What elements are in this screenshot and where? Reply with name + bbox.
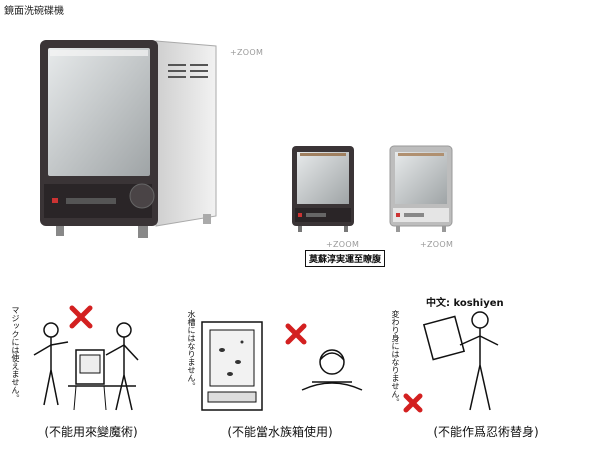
aquarium-illustration (201, 321, 363, 411)
warning-panel-aquarium: 水槽にはなりません。 (不能當水族箱使用) (182, 300, 378, 440)
side-text: 水槽にはなりません。 (187, 310, 196, 390)
zoom-silver-link[interactable]: +ZOOM (420, 240, 454, 249)
zoom-main-link[interactable]: +ZOOM (230, 48, 264, 57)
warning-caption: (不能用來變魔術) (44, 425, 138, 439)
zoom-dark-link[interactable]: +ZOOM (326, 240, 360, 249)
cross-mark-icon (403, 393, 423, 413)
ninja-illustration (403, 311, 499, 413)
dishwasher-silver-thumbnail[interactable] (388, 144, 454, 236)
warning-caption: (不能當水族箱使用) (227, 425, 333, 439)
dishwasher-dark-thumbnail[interactable] (290, 144, 356, 236)
product-caption: 莫蘇淳実運至瞭腹 (305, 250, 386, 267)
side-text: マジックには使えません。 (11, 306, 20, 402)
magic-illustration (33, 305, 139, 411)
warning-panel-magic: マジックには使えません。 (不能用來變魔術) (6, 300, 176, 440)
translator-label: 中文: koshiyen (426, 298, 504, 309)
cross-mark-icon (285, 323, 307, 345)
cross-mark-icon (69, 305, 93, 329)
page-title: 鏡面洗碗碟機 (4, 6, 64, 17)
dishwasher-main-image[interactable] (38, 36, 220, 241)
side-text: 変わり身にはなりません。 (391, 310, 400, 406)
warning-panel-ninja: 中文: koshiyen 変わり身にはなりません。 (不能作爲忍術替身) (380, 298, 592, 440)
warning-caption: (不能作爲忍術替身) (433, 425, 539, 439)
